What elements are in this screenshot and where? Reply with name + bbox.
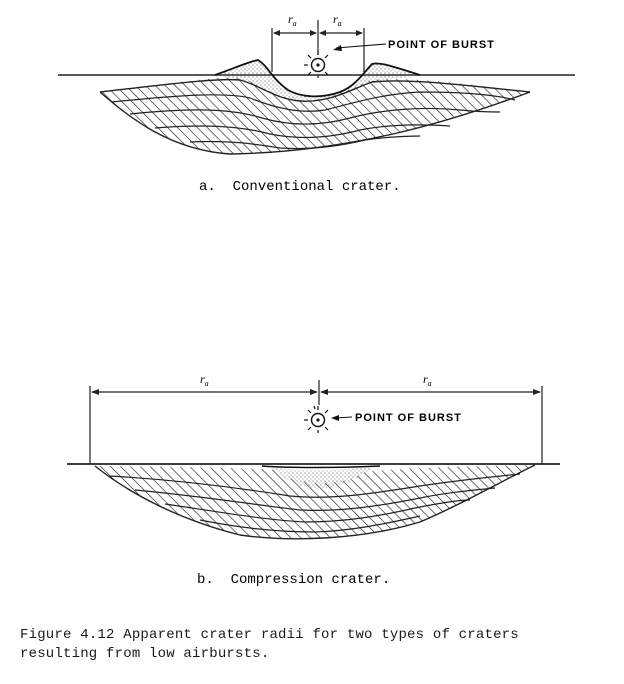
- compression-crater-diagram: ra ra POINT OF BURST: [67, 372, 560, 588]
- burst-icon-a: [304, 51, 329, 78]
- diagram-label-b: b. Compression crater.: [197, 572, 390, 588]
- radius-label-a-left: ra: [288, 12, 297, 28]
- figure-caption-line-2: resulting from low airbursts.: [20, 646, 270, 662]
- crater-profile-a: [214, 59, 421, 98]
- radius-dimension-a: [271, 20, 365, 72]
- crater-lip-fill-a: [215, 60, 420, 102]
- soil-strata-b: [94, 464, 536, 540]
- conventional-crater-diagram: ra ra POINT OF BURST a. Conventional cra…: [58, 12, 575, 195]
- radius-label-b-right: ra: [423, 372, 432, 388]
- diagram-label-a: a. Conventional crater.: [199, 179, 401, 195]
- burst-icon-b: [304, 405, 329, 433]
- radius-label-a-right: ra: [333, 12, 342, 28]
- radius-label-b-left: ra: [200, 372, 209, 388]
- figure-caption-line-1: Figure 4.12 Apparent crater radii for tw…: [20, 627, 519, 643]
- burst-label-a: POINT OF BURST: [388, 39, 495, 51]
- burst-label-b: POINT OF BURST: [355, 412, 462, 424]
- compressed-zone-b: [272, 468, 372, 489]
- soil-strata-a: [99, 77, 531, 155]
- crater-profile-b: [261, 465, 381, 469]
- radius-dimension-b: [89, 380, 543, 464]
